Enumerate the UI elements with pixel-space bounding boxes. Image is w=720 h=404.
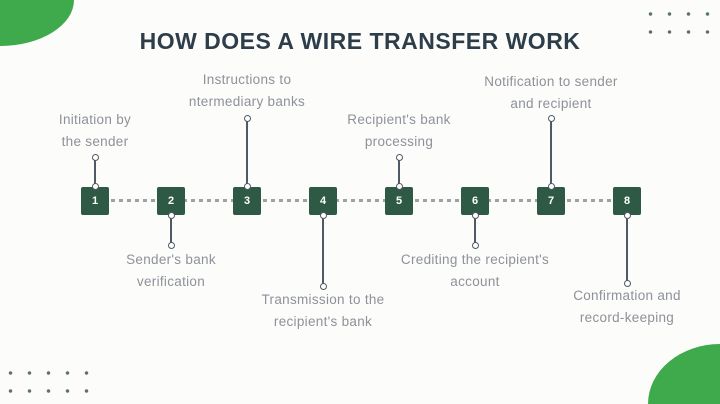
step-number-badge: 6	[461, 187, 489, 215]
connector-endpoint-dot	[471, 242, 479, 249]
step-label-line2: record-keeping	[579, 310, 675, 325]
connector-endpoint-dot	[623, 212, 631, 219]
step-label: Sender's bank verification	[61, 249, 281, 293]
step-connector-line	[474, 215, 476, 245]
connector-endpoint-dot	[395, 183, 403, 190]
step-label: Initiation by the sender	[0, 109, 205, 153]
connector-endpoint-dot	[395, 154, 403, 161]
step-label-line1: Crediting the recipient's	[400, 252, 550, 267]
step-label: Transmission to the recipient's bank	[213, 289, 433, 333]
step-label-line1: Initiation by	[58, 112, 132, 127]
connector-endpoint-dot	[471, 212, 479, 219]
step-label-line1: Transmission to the	[261, 292, 385, 307]
step-label-line2: the sender	[61, 134, 129, 149]
connector-endpoint-dot	[319, 212, 327, 219]
timeline-dashed-line	[95, 199, 627, 202]
step-label-line2: processing	[364, 134, 434, 149]
step-label: Notification to sender and recipient	[441, 71, 661, 115]
step-label-line1: Sender's bank	[126, 252, 216, 267]
connector-endpoint-dot	[623, 280, 631, 287]
step-label-line1: Notification to sender	[484, 74, 618, 89]
step-label-line2: and recipient	[510, 96, 592, 111]
step-number-badge: 4	[309, 187, 337, 215]
dot-grid-bottom-left	[1, 364, 95, 402]
step-label-line1: Instructions to	[202, 72, 292, 87]
step-connector-line	[626, 215, 628, 283]
connector-endpoint-dot	[167, 242, 175, 249]
page-title: HOW DOES A WIRE TRANSFER WORK	[139, 28, 581, 54]
connector-endpoint-dot	[243, 115, 251, 122]
connector-endpoint-dot	[243, 183, 251, 190]
connector-endpoint-dot	[547, 115, 555, 122]
step-number-badge: 5	[385, 187, 413, 215]
step-connector-line	[170, 215, 172, 245]
step-number-badge: 2	[157, 187, 185, 215]
step-connector-line	[398, 157, 400, 187]
dot-grid-top-right	[641, 5, 717, 41]
connector-endpoint-dot	[167, 212, 175, 219]
step-label: Instructions to ntermediary banks	[137, 69, 357, 113]
connector-endpoint-dot	[547, 183, 555, 190]
connector-endpoint-dot	[319, 283, 327, 290]
step-label-line1: Recipient's bank	[347, 112, 451, 127]
step-label: Recipient's bank processing	[289, 109, 509, 153]
connector-endpoint-dot	[91, 154, 99, 161]
step-connector-line	[322, 215, 324, 286]
step-number-badge: 1	[81, 187, 109, 215]
step-label-line2: account	[450, 274, 500, 289]
step-number-badge: 8	[613, 187, 641, 215]
step-connector-line	[550, 118, 552, 187]
step-label: Confirmation and record-keeping	[517, 285, 720, 329]
corner-blob-bottom-right	[648, 344, 720, 404]
step-label-line2: ntermediary banks	[188, 94, 306, 109]
step-label-line2: verification	[136, 274, 206, 289]
step-number-badge: 3	[233, 187, 261, 215]
step-connector-line	[94, 157, 96, 187]
step-label-line2: recipient's bank	[273, 314, 373, 329]
connector-endpoint-dot	[91, 183, 99, 190]
step-label-line1: Confirmation and	[573, 288, 681, 303]
step-connector-line	[246, 118, 248, 187]
step-number-badge: 7	[537, 187, 565, 215]
step-label: Crediting the recipient's account	[365, 249, 585, 293]
